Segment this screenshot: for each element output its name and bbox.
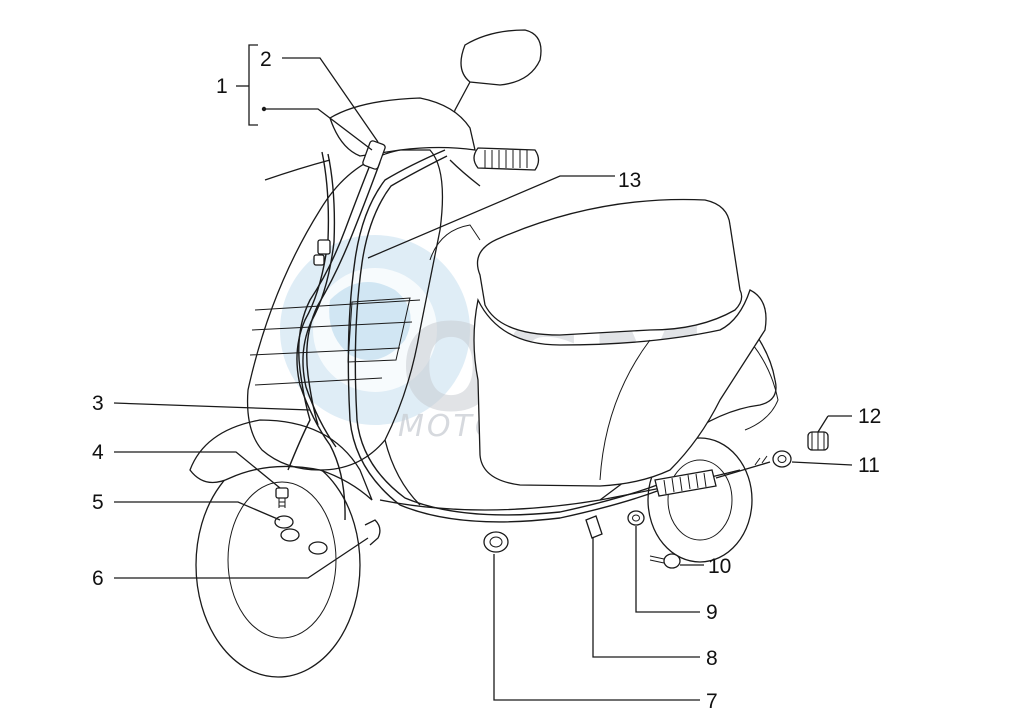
part-4-screw [275, 487, 289, 508]
part-11-sleeve [772, 450, 792, 468]
callout-6: 6 [92, 567, 104, 590]
leg-shield [246, 149, 444, 471]
part-10-bolt [649, 553, 681, 569]
part-6-clip [364, 519, 381, 546]
cable-clip-upper [317, 239, 331, 255]
brake-lever [449, 159, 481, 187]
callout-11: 11 [858, 454, 880, 477]
front-panel [347, 297, 411, 363]
callout-9: 9 [706, 601, 718, 624]
callout-2: 2 [260, 48, 272, 71]
part-12-cap [807, 431, 829, 451]
front-brake-cable [296, 151, 346, 521]
seat [476, 198, 743, 336]
cables [287, 140, 771, 523]
rear-wheel [647, 437, 753, 563]
scooter-body [189, 149, 779, 678]
part-5-washer [274, 515, 294, 529]
cable-adjuster-spring [654, 469, 717, 497]
part-9-nut [627, 510, 645, 526]
bracket-1 [248, 44, 258, 126]
rear-brake-cable [347, 149, 661, 523]
callout-5: 5 [92, 491, 104, 514]
mirror [460, 29, 542, 86]
leader-lines [113, 44, 853, 701]
callout-8: 8 [706, 647, 718, 670]
seat-side-panel [473, 289, 767, 487]
callout-7: 7 [706, 690, 718, 713]
callout-1: 1 [216, 75, 228, 98]
handlebar-assembly [264, 29, 542, 187]
speedometer-cable [287, 159, 373, 471]
callout-3: 3 [92, 392, 104, 415]
callout-10: 10 [708, 555, 731, 578]
part-8-bracket [585, 515, 603, 539]
callout-13: 13 [618, 169, 641, 192]
left-lever [264, 159, 331, 181]
callouts: 1 2 3 4 5 6 7 8 9 10 11 12 13 [92, 48, 881, 713]
callout-12: 12 [858, 405, 881, 428]
callout-4: 4 [92, 441, 104, 464]
part-7-grommet [483, 531, 509, 553]
small-parts [274, 431, 829, 569]
headset-cover [329, 97, 476, 157]
